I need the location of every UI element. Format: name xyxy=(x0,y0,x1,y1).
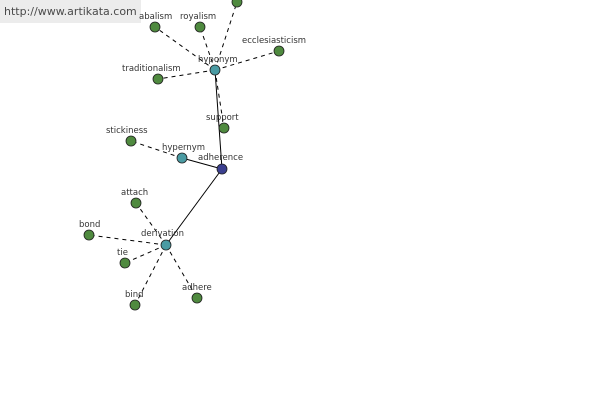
edge-derivation-attach xyxy=(135,202,167,246)
label-hypernym[interactable]: hypernym xyxy=(162,143,205,153)
label-bond[interactable]: bond xyxy=(79,220,100,230)
label-royalism[interactable]: royalism xyxy=(180,12,216,22)
label-abalism[interactable]: abalism xyxy=(139,12,172,22)
node-stickiness[interactable] xyxy=(125,135,137,147)
node-hyponym[interactable] xyxy=(209,64,221,76)
edge-hyponym-support xyxy=(214,69,225,129)
label-stickiness[interactable]: stickiness xyxy=(106,126,148,136)
label-support[interactable]: support xyxy=(206,113,239,123)
node-hypernym[interactable] xyxy=(176,152,188,164)
node-top-leaf[interactable] xyxy=(231,0,243,8)
graph-edges xyxy=(88,1,280,306)
label-adhere[interactable]: adhere xyxy=(182,283,212,293)
edge-hypernym-stickiness xyxy=(130,140,183,159)
edge-adherence-hyponym xyxy=(214,69,223,170)
edge-derivation-bind xyxy=(134,244,167,306)
graph-nodes xyxy=(83,0,285,311)
label-ecclesiasticism[interactable]: ecclesiasticism xyxy=(242,36,306,46)
graph-labels: adherence hyponym hypernym derivation suppor… xyxy=(79,12,306,300)
edge-derivation-adhere xyxy=(165,244,198,299)
edge-adherence-hypernym xyxy=(181,157,223,170)
edge-derivation-bond xyxy=(88,234,167,246)
label-bind[interactable]: bind xyxy=(125,290,144,300)
label-adherence[interactable]: adherence xyxy=(198,153,243,163)
node-support[interactable] xyxy=(218,122,230,134)
node-bind[interactable] xyxy=(129,299,141,311)
label-derivation[interactable]: derivation xyxy=(141,229,184,239)
node-tie[interactable] xyxy=(119,257,131,269)
edge-hyponym-top-leaf xyxy=(214,1,238,71)
node-derivation[interactable] xyxy=(160,239,172,251)
label-attach[interactable]: attach xyxy=(121,188,148,198)
edge-derivation-tie xyxy=(124,244,167,264)
node-adherence[interactable] xyxy=(216,163,228,175)
node-ecclesiasticism[interactable] xyxy=(273,45,285,57)
edge-hyponym-ecclesiasticism xyxy=(214,50,280,71)
node-abalism[interactable] xyxy=(149,21,161,33)
node-bond[interactable] xyxy=(83,229,95,241)
node-traditionalism[interactable] xyxy=(152,73,164,85)
label-hyponym[interactable]: hyponym xyxy=(198,55,238,65)
edge-adherence-derivation xyxy=(165,168,223,246)
label-tie[interactable]: tie xyxy=(117,248,128,258)
node-adhere[interactable] xyxy=(191,292,203,304)
node-royalism[interactable] xyxy=(194,21,206,33)
edge-hyponym-traditionalism xyxy=(157,69,216,80)
node-attach[interactable] xyxy=(130,197,142,209)
label-traditionalism[interactable]: traditionalism xyxy=(122,64,181,74)
site-url[interactable]: http://www.artikata.com xyxy=(0,0,141,23)
